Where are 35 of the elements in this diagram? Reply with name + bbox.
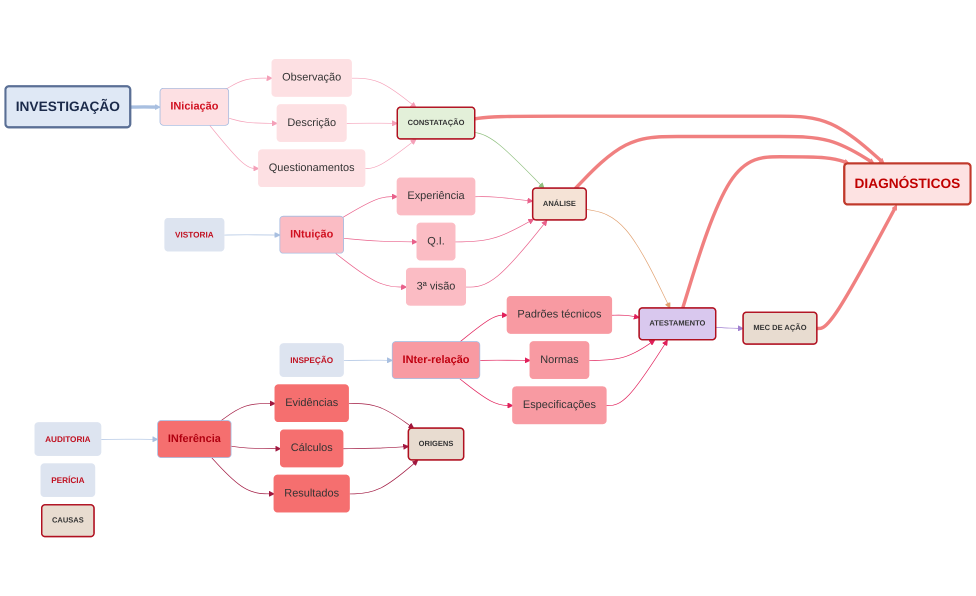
arrow (224, 232, 280, 238)
arrow (220, 400, 276, 422)
arrow (474, 132, 544, 189)
arrow (342, 194, 398, 218)
arrow (817, 204, 898, 330)
arrow (342, 444, 409, 450)
arrow (228, 118, 278, 126)
arrow (348, 403, 414, 429)
arrow (231, 446, 282, 452)
arrow (335, 253, 407, 290)
arrow (226, 75, 273, 90)
arrow (612, 314, 640, 320)
arrow (364, 139, 416, 169)
arrow (211, 458, 275, 497)
arrow (716, 325, 744, 332)
arrow (130, 104, 161, 110)
arrow (588, 340, 656, 361)
arrow (681, 155, 850, 309)
arrow (349, 460, 418, 494)
arrow (455, 218, 534, 242)
arrow (343, 357, 393, 364)
arrow (466, 220, 548, 288)
arrow (351, 78, 416, 108)
arrow (344, 238, 418, 245)
arrow (474, 114, 885, 164)
arrow (480, 357, 531, 364)
arrow (346, 120, 398, 126)
arrow (100, 436, 158, 442)
arrow (574, 134, 875, 190)
arrow (460, 378, 514, 409)
arrow (210, 125, 260, 172)
arrow (586, 209, 670, 308)
arrow (474, 196, 534, 204)
arrow (606, 340, 668, 406)
arrow (460, 312, 508, 342)
